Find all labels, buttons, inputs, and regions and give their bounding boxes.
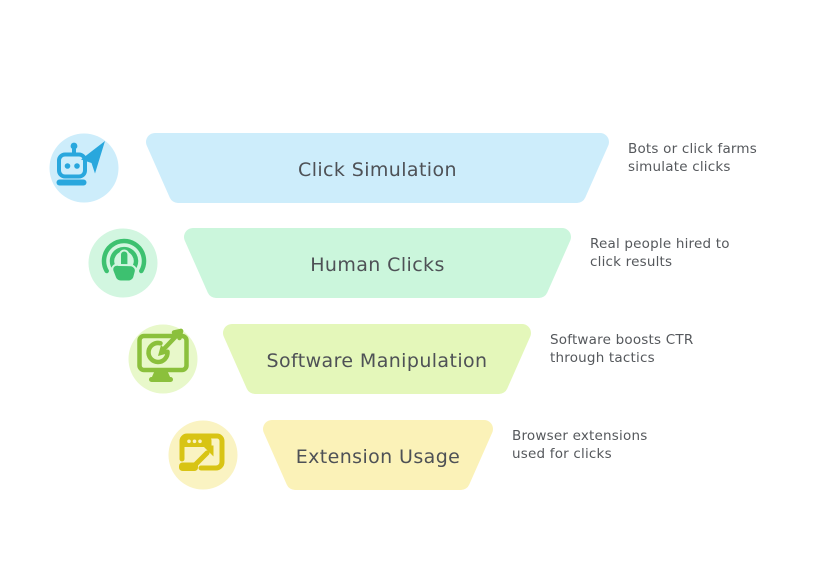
icon-badge: [49, 133, 119, 203]
funnel-level-label: Click Simulation: [298, 159, 457, 181]
description-line: Software boosts CTR: [550, 332, 694, 348]
tap-click-icon: [101, 238, 147, 283]
description-line: Real people hired to: [590, 236, 730, 252]
funnel-segment: [263, 420, 493, 490]
funnel-segment: [146, 133, 609, 203]
funnel-segment: [223, 324, 531, 394]
description-line: simulate clicks: [628, 159, 731, 175]
funnel-level-label: Extension Usage: [295, 446, 461, 468]
icon-badge: [128, 324, 198, 394]
level-description: Bots or click farms simulate clicks: [628, 140, 757, 176]
description-line: Bots or click farms: [628, 141, 758, 157]
level-description: Software boosts CTR through tactics: [550, 331, 693, 367]
description-line: used for clicks: [512, 446, 612, 462]
monitor-target-icon: [137, 328, 189, 382]
funnel-level-label: Software Manipulation: [266, 350, 488, 372]
icon-badge: [88, 228, 158, 298]
icon-badge: [168, 420, 238, 490]
level-description: Real people hired to click results: [590, 235, 730, 271]
level-description: Browser extensions used for clicks: [512, 427, 647, 463]
browser-arrow-icon: [179, 433, 225, 471]
funnel-level-label: Human Clicks: [310, 254, 445, 276]
description-line: through tactics: [550, 350, 655, 366]
robot-cursor-icon: [56, 141, 105, 186]
funnel-segment: [184, 228, 571, 298]
description-line: click results: [590, 254, 673, 270]
description-line: Browser extensions: [512, 428, 648, 444]
